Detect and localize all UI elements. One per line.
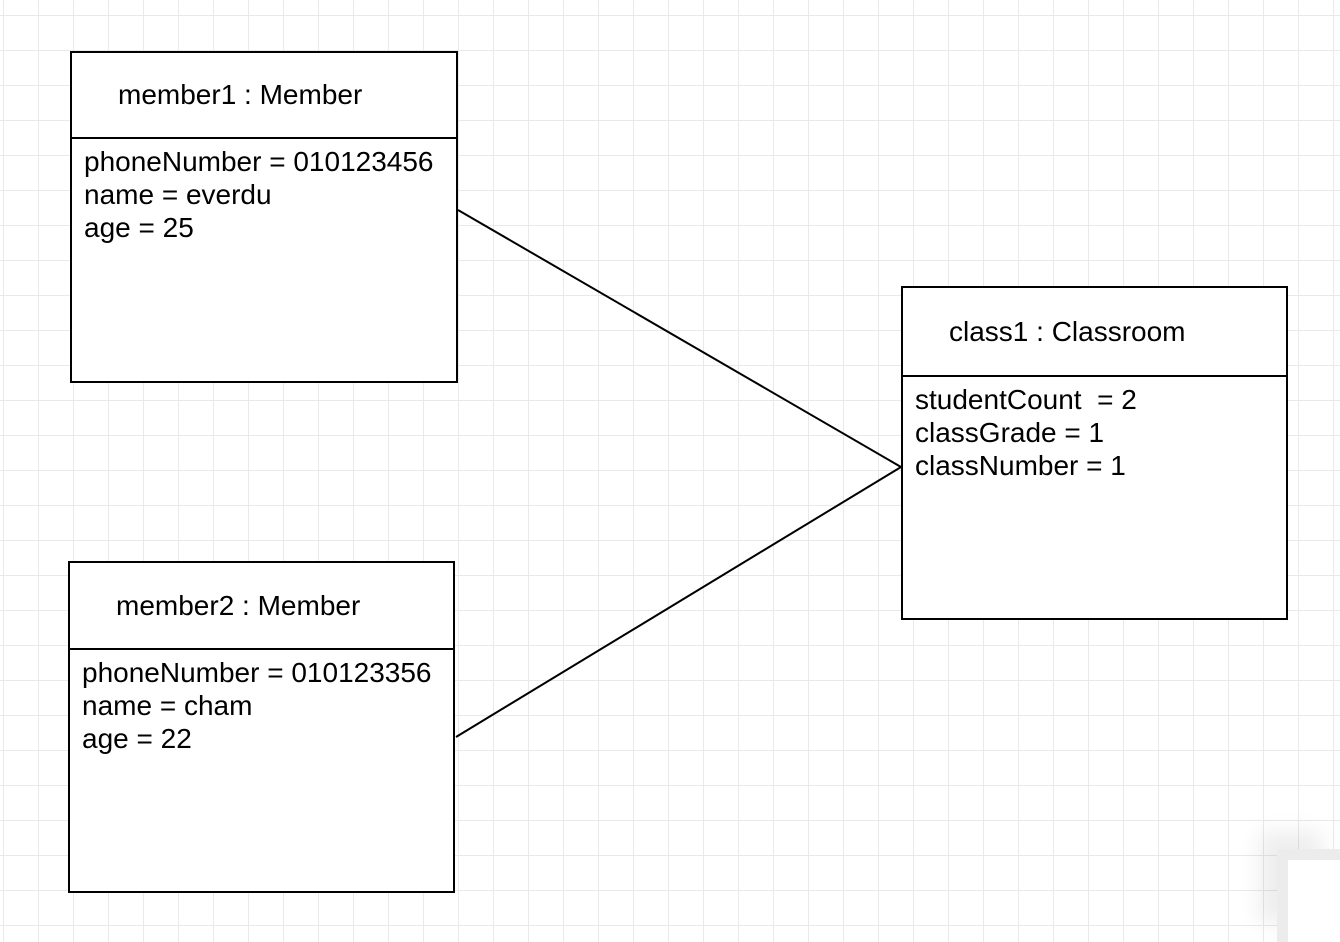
object-title-text: class1 : Classroom bbox=[949, 315, 1186, 347]
object-node-class1[interactable]: class1 : Classroom studentCount = 2 clas… bbox=[901, 286, 1288, 620]
object-title-text: member1 : Member bbox=[118, 79, 363, 110]
connector-member1-class1[interactable] bbox=[457, 209, 902, 468]
adjacent-page-corner bbox=[1277, 849, 1340, 942]
attribute-row: phoneNumber = 010123356 bbox=[82, 657, 432, 688]
attribute-row: classGrade = 1 bbox=[915, 417, 1105, 448]
attribute-row: name = cham bbox=[82, 690, 253, 721]
object-title-member1: member1 : Member bbox=[72, 53, 456, 139]
connector-member2-class1[interactable] bbox=[455, 466, 902, 738]
object-attributes-member2: phoneNumber = 010123356 name = cham age … bbox=[70, 650, 453, 755]
attribute-row: name = everdu bbox=[84, 179, 272, 210]
object-attributes-member1: phoneNumber = 010123456 name = everdu ag… bbox=[72, 139, 456, 244]
object-title-class1: class1 : Classroom bbox=[903, 288, 1286, 377]
object-title-text: member2 : Member bbox=[116, 589, 361, 621]
attribute-row: studentCount = 2 bbox=[915, 384, 1137, 415]
attribute-row: age = 22 bbox=[82, 723, 192, 754]
object-node-member1[interactable]: member1 : Member phoneNumber = 010123456… bbox=[70, 51, 458, 383]
attribute-row: phoneNumber = 010123456 bbox=[84, 146, 434, 177]
attribute-row: classNumber = 1 bbox=[915, 450, 1126, 481]
object-title-member2: member2 : Member bbox=[70, 563, 453, 650]
object-attributes-class1: studentCount = 2 classGrade = 1 classNum… bbox=[903, 377, 1286, 482]
object-node-member2[interactable]: member2 : Member phoneNumber = 010123356… bbox=[68, 561, 455, 893]
attribute-row: age = 25 bbox=[84, 212, 194, 243]
